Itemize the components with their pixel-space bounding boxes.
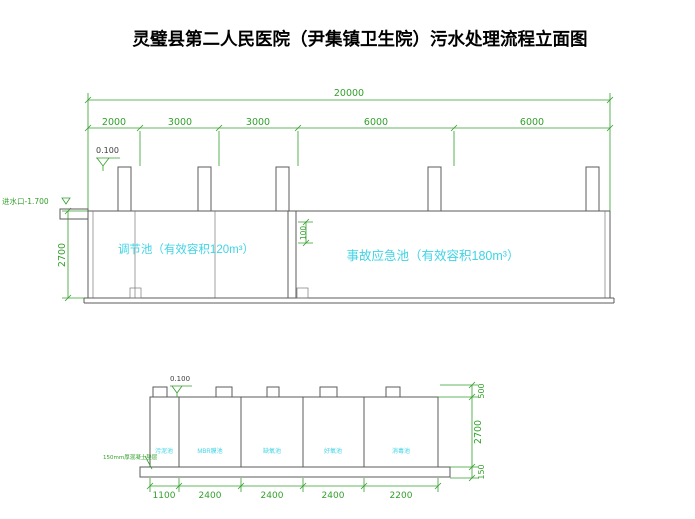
bottom-dim-4: 2400 — [322, 491, 345, 501]
tank2-label: 事故应急池（有效容积180m³） — [347, 248, 520, 263]
right-extension-lines — [438, 384, 478, 479]
tank-outer-walls — [87, 211, 611, 298]
right-dim-500: 500 — [477, 383, 486, 398]
segment-extension-lines — [139, 131, 455, 166]
riser-4 — [427, 166, 442, 212]
dividing-wall — [287, 211, 297, 298]
compartment-label-2: MBR膜池 — [197, 447, 222, 455]
drawing-title: 灵璧县第二人民医院（尹集镇卫生院）污水处理流程立面图 — [133, 29, 588, 49]
internal-baffles — [134, 211, 216, 298]
bottom-view-structure — [139, 386, 451, 478]
top-elevation-label: 0.100 — [96, 146, 119, 155]
bottom-dim-2: 2400 — [199, 491, 222, 501]
depth-dim-label: 2700 — [57, 243, 68, 267]
bottom-elevation-label: 0.100 — [170, 375, 190, 383]
right-dim-2700: 2700 — [473, 420, 484, 444]
bottom-riser-3 — [266, 386, 280, 398]
right-dim-ticks — [468, 381, 476, 482]
segment-dim-4: 6000 — [364, 117, 388, 128]
top-view-structure — [59, 166, 615, 304]
freeboard-dim-ticks — [302, 218, 310, 247]
right-dim-150: 150 — [477, 464, 486, 479]
tank-inner-wall-faces — [92, 211, 606, 298]
segment-dim-2: 3000 — [168, 117, 192, 128]
bottom-dim-ticks — [146, 482, 442, 490]
top-view-dimensions: 20000 2000 3000 3000 6000 6000 0.100 进水口… — [2, 88, 614, 302]
segment-dim-1: 2000 — [102, 117, 126, 128]
bottom-view-dimensions: 0.100 150mm厚混凝土垫层 1100 2400 2400 2400 22… — [103, 375, 486, 501]
top-elevation-marker-icon — [96, 157, 120, 171]
base-note-label: 150mm厚混凝土垫层 — [103, 453, 158, 461]
segment-dim-5: 6000 — [520, 117, 544, 128]
bottom-extension-lines — [149, 478, 439, 492]
bottom-compartment-walls — [178, 397, 365, 467]
riser-1 — [117, 166, 132, 212]
bottom-riser-5 — [385, 386, 401, 398]
base-note-leader — [144, 455, 153, 470]
overall-dim-label: 20000 — [334, 88, 364, 99]
riser-5 — [585, 166, 600, 212]
bottom-dim-1: 1100 — [153, 491, 176, 501]
inlet-elevation-icon — [61, 197, 71, 205]
sump-pit-1 — [129, 287, 142, 299]
compartment-label-1: 污泥池 — [155, 447, 173, 455]
bottom-dim-5: 2200 — [390, 491, 413, 501]
bottom-riser-2 — [215, 386, 233, 398]
bottom-riser-1 — [152, 386, 168, 398]
compartment-label-5: 消毒池 — [392, 447, 410, 455]
compartment-label-4: 好氧池 — [324, 447, 342, 455]
riser-2 — [197, 166, 212, 212]
compartment-label-3: 缺氧池 — [263, 447, 281, 455]
bottom-slab — [83, 297, 615, 304]
inlet-label: 进水口-1.700 — [2, 196, 49, 206]
segment-dim-3: 3000 — [246, 117, 270, 128]
segment-dim-ticks — [84, 124, 614, 132]
bottom-riser-4 — [319, 386, 338, 398]
overall-dim-ticks — [84, 96, 614, 104]
depth-dim-line — [62, 210, 88, 299]
inlet-pipe — [59, 208, 89, 220]
bottom-dim-3: 2400 — [261, 491, 284, 501]
bottom-elevation-marker-icon — [170, 385, 192, 397]
freeboard-dim-label: 100 — [299, 226, 308, 241]
sump-pit-2 — [296, 287, 309, 299]
tank1-label: 调节池（有效容积120m³） — [118, 242, 254, 256]
bottom-tank-box — [149, 396, 439, 468]
overall-extension-lines — [87, 93, 611, 211]
bottom-base-slab — [139, 466, 451, 478]
riser-3 — [275, 166, 290, 212]
